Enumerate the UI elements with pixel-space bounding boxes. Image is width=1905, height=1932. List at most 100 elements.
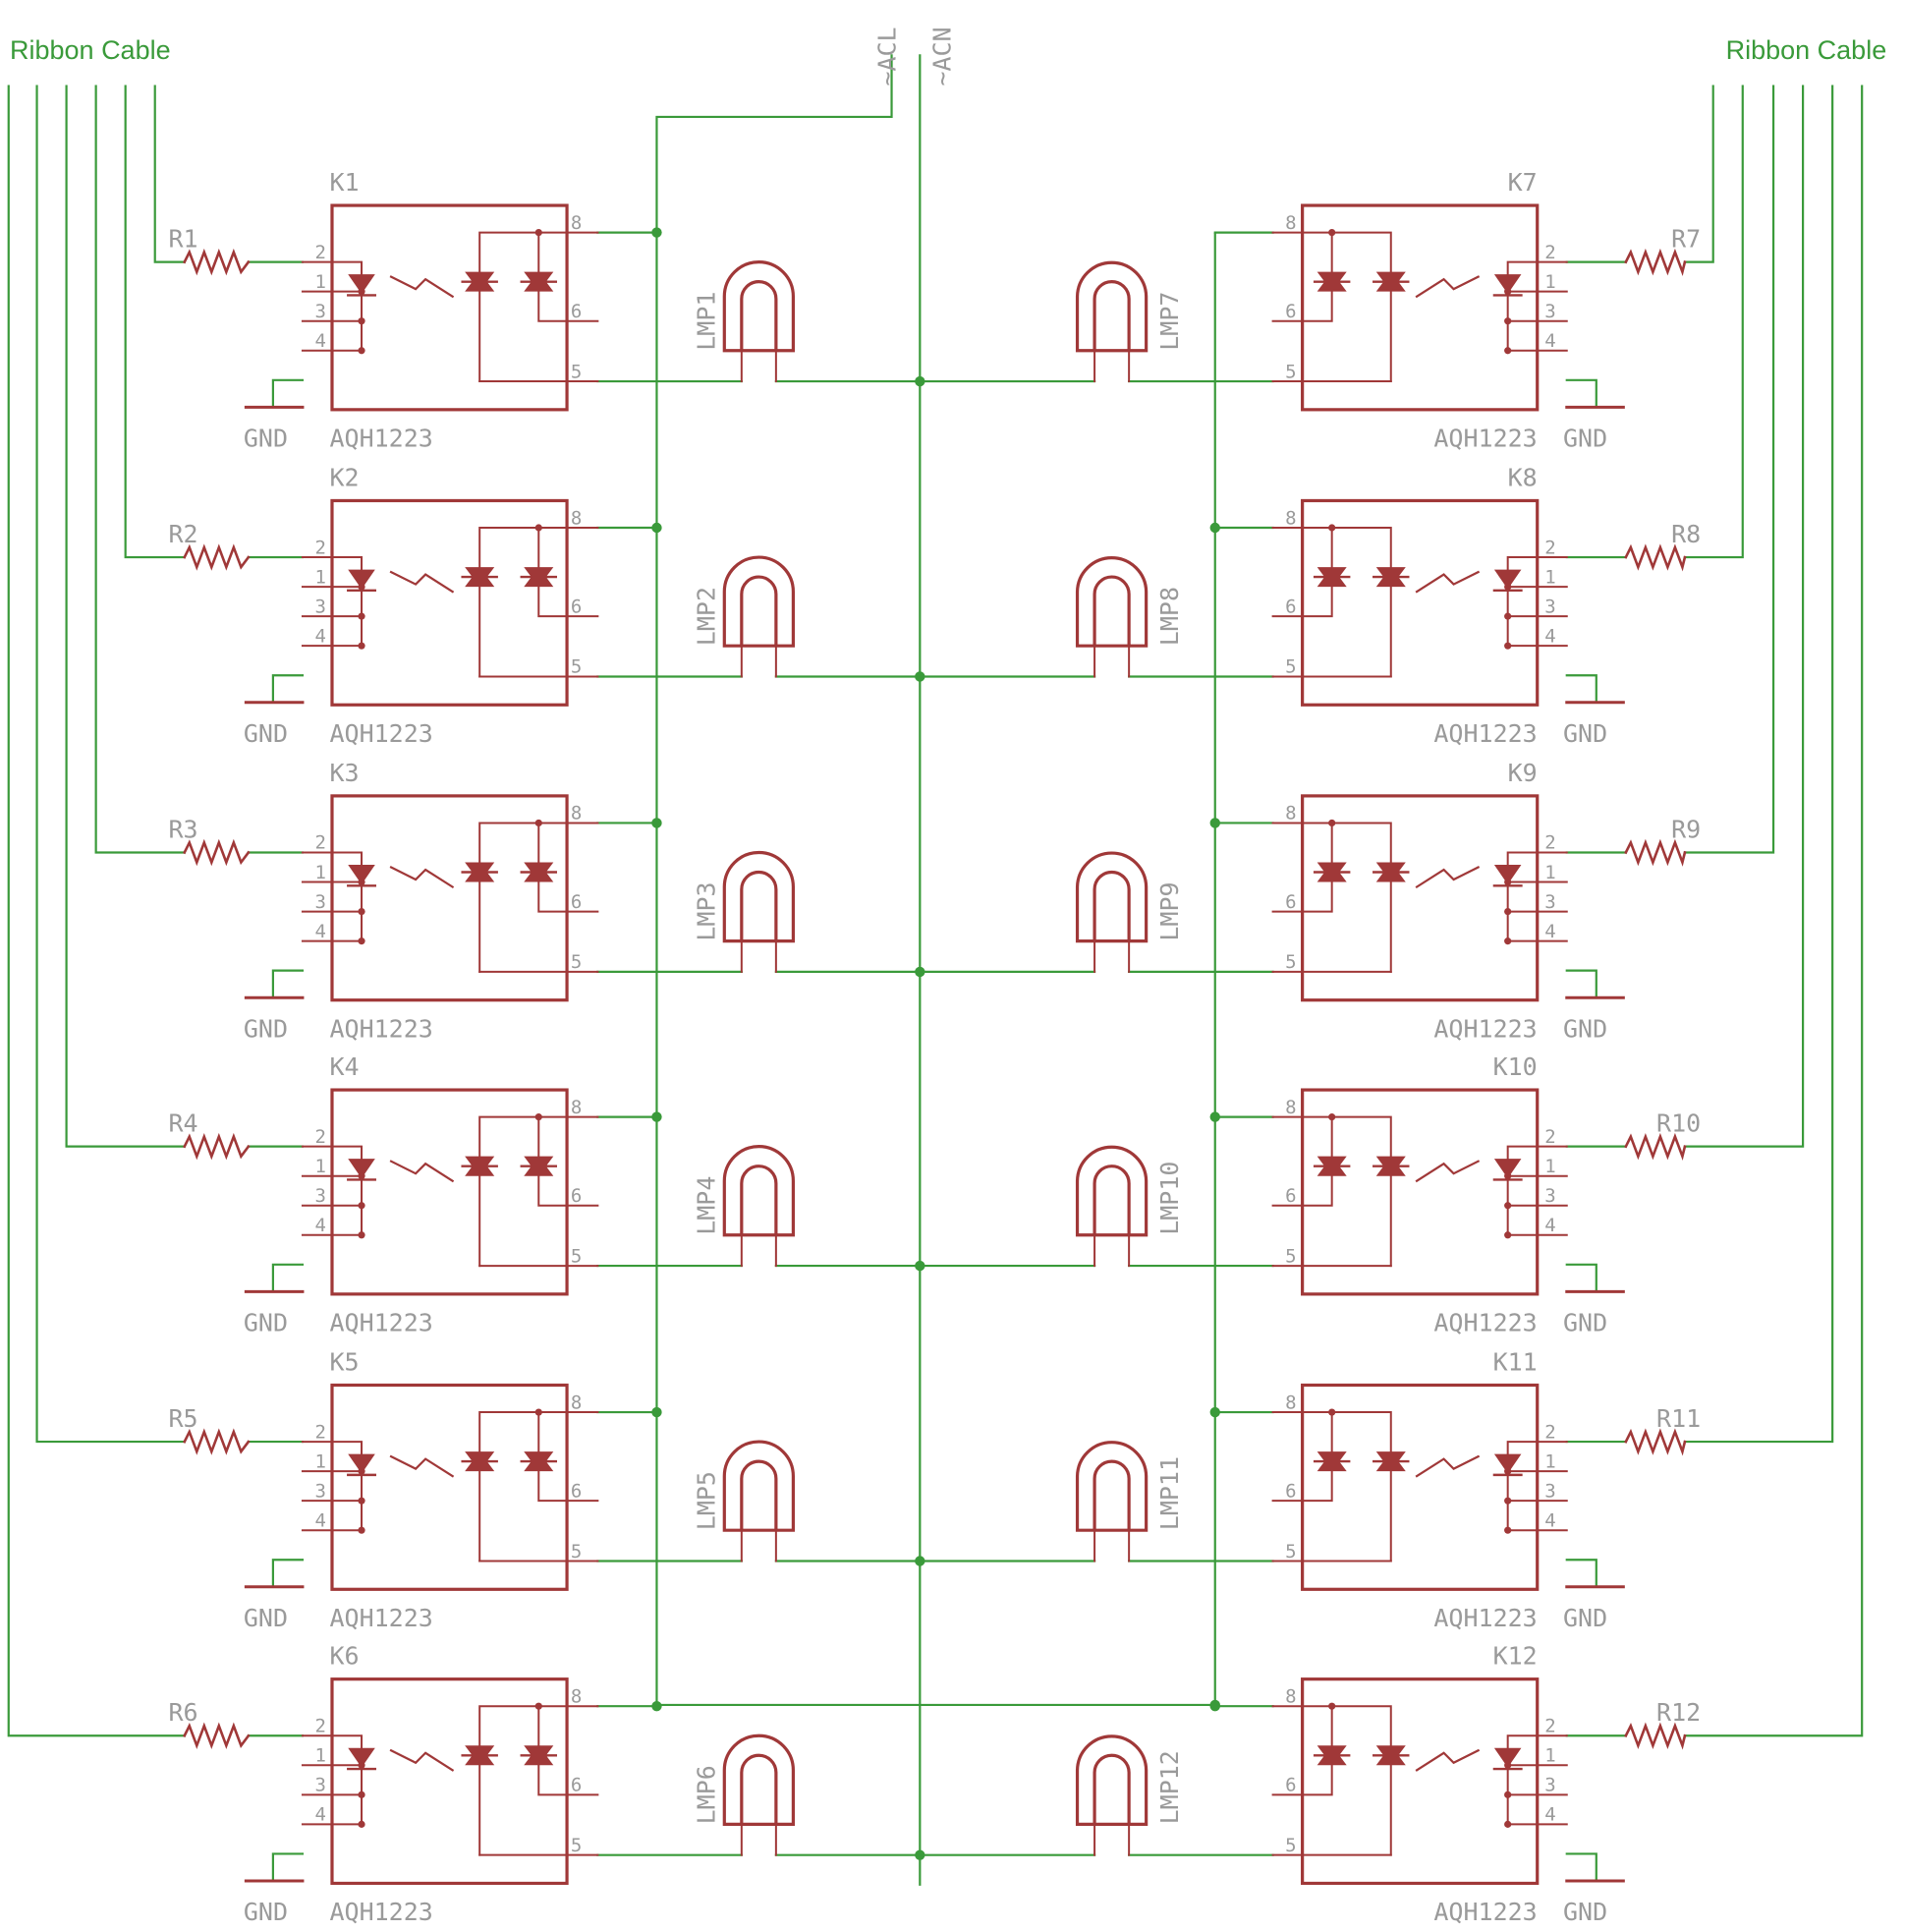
led-diode-icon — [1493, 865, 1522, 885]
led-wiring — [330, 260, 364, 352]
pin-number: 4 — [1544, 921, 1555, 942]
gnd-wire — [1565, 969, 1597, 999]
triac-wiring — [1301, 1411, 1333, 1503]
resistor-designator: R4 — [168, 1109, 197, 1138]
pin-number: 2 — [1544, 537, 1555, 558]
relay-package — [1301, 794, 1540, 1002]
relay-part-number: AQH1223 — [329, 1014, 432, 1043]
pin-junction-dot — [534, 524, 542, 532]
pin-junction-dot — [1504, 642, 1512, 650]
led-diode-icon — [348, 569, 375, 590]
pin-junction-dot — [1504, 907, 1512, 916]
led-wiring — [330, 1734, 364, 1826]
pin-junction-dot — [358, 1820, 365, 1828]
ground-label: GND — [1563, 1308, 1607, 1336]
lamp-filament-icon — [740, 575, 778, 647]
resistor-designator: R10 — [1656, 1109, 1701, 1138]
lamp-lmp5 — [722, 1440, 795, 1563]
lamp-filament-icon — [740, 1459, 778, 1531]
photo-arrow-icon — [389, 1748, 455, 1772]
ground-label: GND — [1563, 1014, 1607, 1043]
led-wiring — [330, 556, 364, 648]
lamp-lmp8 — [1075, 556, 1149, 678]
lamp-lmp7 — [1075, 260, 1149, 383]
relay-k12 — [1271, 1677, 1687, 1886]
pin-junction-dot — [1328, 1113, 1336, 1121]
lamp-lmp2 — [722, 555, 795, 678]
lamp-designator: LMP8 — [1155, 587, 1184, 646]
pin-junction-dot — [1328, 1702, 1336, 1710]
led-diode-icon — [1493, 274, 1522, 295]
photo-arrow-icon — [1415, 1160, 1481, 1183]
pin-number: 3 — [314, 891, 325, 913]
ribbon-lead-right — [1683, 85, 1744, 559]
led-diode-icon — [348, 1747, 375, 1768]
pin-number: 2 — [1544, 832, 1555, 854]
resistor-r11 — [1624, 1428, 1687, 1456]
ribbon-lead-left — [65, 85, 186, 1148]
pin-junction-dot — [1504, 1202, 1512, 1210]
pin-junction-dot — [1504, 1172, 1512, 1180]
pin-junction-dot — [358, 878, 365, 886]
pin-junction-dot — [358, 1467, 365, 1475]
led-diode-icon — [1493, 1453, 1522, 1474]
pin-number: 6 — [571, 1775, 582, 1796]
led-wiring — [1506, 851, 1539, 942]
pin-number: 1 — [314, 862, 325, 883]
triac-wiring — [1301, 231, 1333, 322]
resistor-designator: R3 — [168, 815, 197, 843]
lamp-outer — [1075, 1145, 1149, 1237]
pin-junction-dot — [358, 1202, 365, 1210]
relay-k2 — [183, 498, 599, 707]
lamp-outer — [722, 555, 795, 648]
pin-number: 2 — [1544, 1421, 1555, 1443]
lamp-lmp9 — [1075, 851, 1149, 973]
pin-number: 8 — [571, 1097, 582, 1118]
pin-number: 1 — [314, 1745, 325, 1767]
resistor-designator: R2 — [168, 520, 197, 548]
lamp-lmp3 — [722, 850, 795, 973]
pin-number: 8 — [1285, 212, 1296, 234]
pin-number: 3 — [314, 596, 325, 617]
relay-k3 — [183, 794, 599, 1002]
pin-junction-dot — [358, 1761, 365, 1769]
relay-package — [1301, 1088, 1540, 1296]
led-diode-icon — [1493, 1159, 1522, 1179]
pin-number: 5 — [571, 361, 582, 382]
lamp-filament-icon — [740, 1753, 778, 1825]
ground-label: GND — [1563, 719, 1607, 748]
pin-junction-dot — [1504, 583, 1512, 591]
pin-number: 8 — [1285, 803, 1296, 824]
pin-number: 2 — [1544, 1716, 1555, 1737]
pin-number: 8 — [571, 507, 582, 529]
resistor-designator: R9 — [1671, 815, 1701, 843]
gnd-wire — [271, 1559, 305, 1588]
pin-junction-dot — [1504, 938, 1512, 945]
pin-junction-dot — [358, 288, 365, 296]
pin-junction-dot — [358, 907, 365, 916]
junction-dot — [651, 227, 662, 238]
triac-wiring — [1301, 527, 1333, 618]
pin-number: 4 — [1544, 330, 1555, 352]
pin-number: 4 — [1544, 1804, 1555, 1826]
relay-designator: K4 — [329, 1052, 359, 1081]
pin-junction-dot — [1504, 1790, 1512, 1798]
lamp-filament-icon — [1093, 870, 1131, 941]
resistor-designator: R6 — [168, 1698, 197, 1727]
pin-number: 6 — [1285, 596, 1296, 617]
relay-k4 — [183, 1088, 599, 1296]
pin-junction-dot — [534, 228, 542, 237]
lamp-outer — [1075, 1734, 1149, 1826]
relay-package — [1301, 498, 1540, 707]
relay-package — [330, 794, 569, 1002]
gnd-wire — [271, 1263, 305, 1293]
lamp-outer — [1075, 260, 1149, 353]
relay-package — [330, 1383, 569, 1591]
pin-junction-dot — [358, 583, 365, 591]
gnd-wire — [271, 378, 305, 409]
pin-number: 3 — [1544, 301, 1555, 322]
pin-number: 1 — [1544, 1745, 1555, 1767]
relay-part-number: AQH1223 — [329, 719, 432, 748]
triac-wiring — [1301, 1115, 1333, 1207]
